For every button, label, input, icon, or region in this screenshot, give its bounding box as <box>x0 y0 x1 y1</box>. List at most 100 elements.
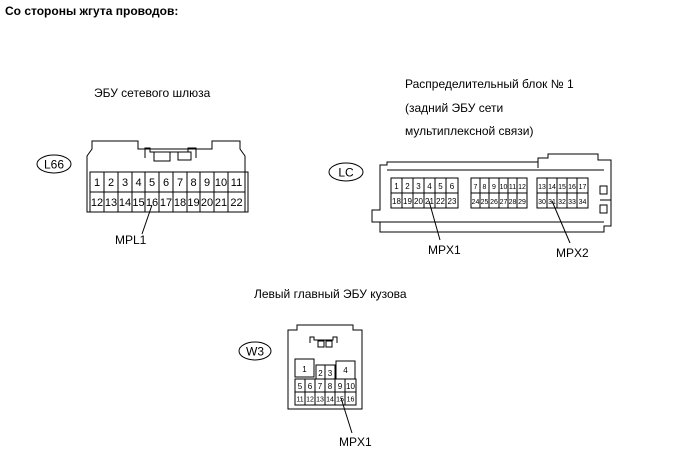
w3-pin: 10 <box>346 382 355 391</box>
lc-pin: 6 <box>450 182 455 191</box>
w3-pin-leader <box>340 397 353 434</box>
l66-pin: 16 <box>146 197 158 209</box>
lc-pin: 23 <box>448 197 457 206</box>
w3-pin: 1 <box>302 365 307 374</box>
l66-code: L66 <box>44 158 64 172</box>
l66-pin: 6 <box>163 177 169 189</box>
lc-pin: 27 <box>500 199 508 206</box>
w3-pin: 15 <box>336 397 344 404</box>
lc-pin: 3 <box>416 182 421 191</box>
lc-pin-leader-1 <box>428 200 441 241</box>
lc-code: LC <box>338 166 354 180</box>
w3-pin: 8 <box>328 382 333 391</box>
w3-latch-tab <box>317 340 325 348</box>
w3-pin: 2 <box>318 369 323 378</box>
w3-pin-label: MPX1 <box>339 435 372 449</box>
lc-title-line3: мультиплексной связи) <box>405 124 534 138</box>
l66-latch-tab <box>177 151 192 161</box>
w3-latch-tab <box>325 340 333 348</box>
l66-pin: 2 <box>108 177 114 189</box>
lc-pin: 12 <box>518 184 526 191</box>
l66-latch-tab <box>153 151 171 162</box>
lc-pin-label-2: MPX2 <box>556 246 589 260</box>
lc-pin: 34 <box>579 199 587 206</box>
l66-pin: 1 <box>94 177 100 189</box>
l66-pin: 9 <box>204 177 210 189</box>
l66-pin: 19 <box>187 197 199 209</box>
lc-pin: 31 <box>548 199 556 206</box>
w3-latch <box>309 336 338 343</box>
lc-pin: 9 <box>492 184 496 191</box>
lc-pin-label-1: MPX1 <box>428 243 461 257</box>
lc-pin: 15 <box>558 184 566 191</box>
l66-pin: 22 <box>230 197 242 209</box>
w3-title: Левый главный ЭБУ кузова <box>254 287 407 301</box>
lc-pin: 29 <box>518 199 526 206</box>
lc-pin: 25 <box>481 199 489 206</box>
l66-pin: 3 <box>122 177 128 189</box>
lc-pin: 30 <box>538 199 546 206</box>
lc-pin: 8 <box>483 184 487 191</box>
lc-pin: 14 <box>548 184 556 191</box>
l66-pin: 14 <box>119 197 131 209</box>
l66-code-badge <box>36 154 72 174</box>
l66-pin: 8 <box>190 177 196 189</box>
lc-pin: 26 <box>490 199 498 206</box>
l66-pin: 17 <box>160 197 172 209</box>
w3-pin: 12 <box>306 397 314 404</box>
w3-pin: 3 <box>328 369 333 378</box>
lc-pin: 20 <box>414 197 423 206</box>
l66-pin: 20 <box>201 197 213 209</box>
w3-housing <box>287 324 363 410</box>
lc-pin: 11 <box>509 184 516 191</box>
connector-l66 <box>36 140 249 235</box>
lc-pin: 10 <box>500 184 508 191</box>
l66-pin: 12 <box>91 197 103 209</box>
w3-pin: 7 <box>318 382 323 391</box>
l66-pin: 11 <box>231 177 242 189</box>
lc-pin: 32 <box>558 199 566 206</box>
lc-title-line1: Распределительный блок № 1 <box>405 77 574 91</box>
w3-pin: 14 <box>326 397 334 404</box>
l66-pin: 18 <box>174 197 186 209</box>
lc-pin: 24 <box>472 199 480 206</box>
lc-pin: 17 <box>579 184 587 191</box>
lc-pin: 1 <box>394 182 399 191</box>
lc-pin: 18 <box>392 197 401 206</box>
lc-pin: 16 <box>568 184 576 191</box>
w3-cell-1 <box>294 358 315 378</box>
w3-code: W3 <box>246 345 264 359</box>
lc-pin: 28 <box>509 199 517 206</box>
l66-pin: 7 <box>177 177 183 189</box>
connector-lc <box>328 153 612 244</box>
l66-housing <box>86 140 249 213</box>
w3-pin: 13 <box>316 397 324 404</box>
l66-title: ЭБУ сетевого шлюза <box>94 86 211 100</box>
header-title: Со стороны жгута проводов: <box>5 4 179 18</box>
w3-code-badge <box>238 341 272 361</box>
w3-pin: 4 <box>343 366 348 375</box>
lc-pin: 21 <box>425 197 434 206</box>
l66-pin-leader <box>141 204 153 235</box>
lc-pin: 22 <box>436 197 445 206</box>
lc-pin: 5 <box>438 182 443 191</box>
l66-pin: 10 <box>215 177 227 189</box>
l66-pin: 15 <box>132 197 144 209</box>
w3-pin: 6 <box>308 382 313 391</box>
lc-pin: 19 <box>403 197 412 206</box>
lc-pin: 7 <box>474 184 478 191</box>
w3-pin: 5 <box>298 382 303 391</box>
l66-pin: 4 <box>135 177 141 189</box>
lc-pin: 13 <box>538 184 546 191</box>
lc-code-badge <box>328 162 364 182</box>
l66-pin: 5 <box>149 177 155 189</box>
lc-title-line2: (задний ЭБУ сети <box>405 101 504 115</box>
w3-pin: 11 <box>296 397 303 404</box>
w3-pin: 16 <box>347 397 355 404</box>
connector-w3 <box>238 324 363 434</box>
lc-pin: 2 <box>405 182 410 191</box>
l66-pin: 21 <box>215 197 227 209</box>
l66-pin: 13 <box>105 197 117 209</box>
lc-pin: 33 <box>568 199 576 206</box>
